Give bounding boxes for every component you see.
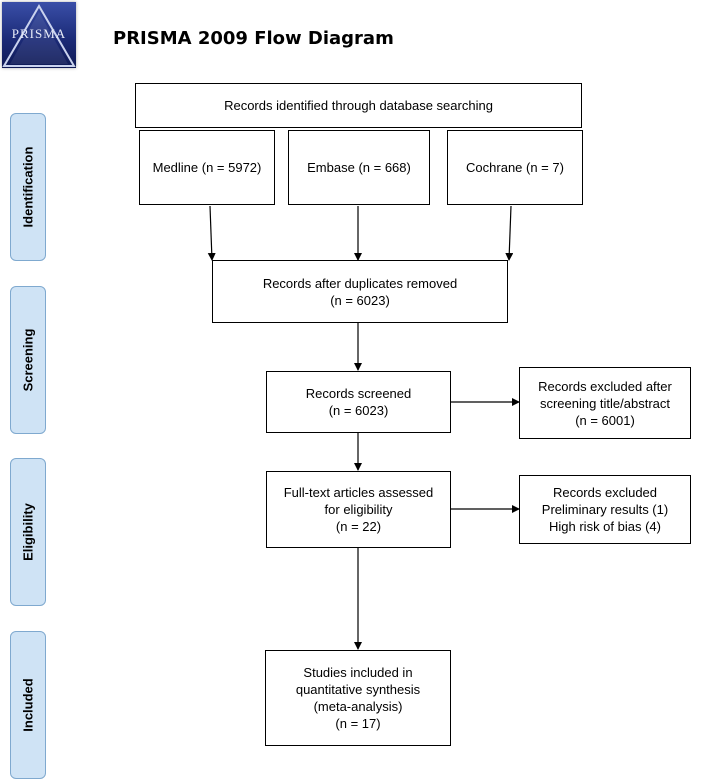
excluded-fulltext-line-3: High risk of bias (4) [549,519,661,534]
page-title: PRISMA 2009 Flow Diagram [113,28,394,49]
box-excluded-fulltext: Records excluded Preliminary results (1)… [519,475,691,544]
box-fulltext-assessed: Full-text articles assessed for eligibil… [266,471,451,548]
included-line-4: (n = 17) [335,716,381,731]
fulltext-line-3: (n = 22) [335,519,382,534]
logo-triangle-graphic [2,4,76,67]
phase-screening: Screening [10,286,46,434]
phase-eligibility: Eligibility [10,458,46,606]
included-line-2: quantitative synthesis [295,682,421,697]
box-cochrane: Cochrane (n = 7) [447,130,583,205]
included-line-3: (meta-analysis) [313,699,403,714]
excluded-screening-line-2: screening title/abstract [539,395,671,411]
prisma-logo: PRISMA [2,2,76,68]
arrow-cochrane-to-duplicates [505,205,514,261]
after-duplicates-line-1: Records after duplicates removed [262,275,458,291]
screened-line-1: Records screened [305,386,412,401]
box-after-duplicates: Records after duplicates removed (n = 60… [212,260,508,323]
excluded-fulltext-line-2: Preliminary results (1) [541,502,669,517]
box-excluded-screening: Records excluded after screening title/a… [519,367,691,439]
box-medline: Medline (n = 5972) [139,130,275,205]
phase-included: Included [10,631,46,779]
phase-identification: Identification [10,113,46,261]
included-line-1: Studies included in [303,665,413,680]
logo-text: PRISMA [11,26,67,41]
excluded-fulltext-line-1: Records excluded [552,485,658,500]
box-records-screened: Records screened (n = 6023) [266,371,451,433]
box-studies-included: Studies included in quantitative synthes… [265,650,451,746]
box-embase-text: Embase (n = 668) [307,160,411,175]
arrow-medline-to-duplicates [207,205,216,261]
box-embase: Embase (n = 668) [288,130,430,205]
excluded-screening-line-3: (n = 6001) [575,412,635,428]
fulltext-line-1: Full-text articles assessed [283,485,434,500]
fulltext-line-2: for eligibility [324,502,393,517]
after-duplicates-line-2: (n = 6023) [330,292,390,308]
box-cochrane-text: Cochrane (n = 7) [466,160,564,175]
box-database-search-text: Records identified through database sear… [224,98,493,113]
box-medline-text: Medline (n = 5972) [152,160,262,175]
box-database-search: Records identified through database sear… [135,83,582,128]
excluded-screening-line-1: Records excluded after [538,378,672,394]
screened-line-2: (n = 6023) [328,403,389,418]
